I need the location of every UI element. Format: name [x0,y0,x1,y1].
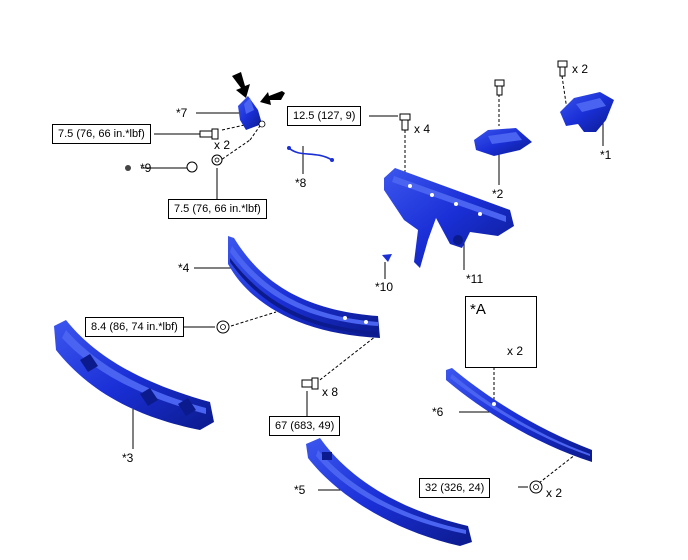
part-8-wire [287,146,334,162]
torque-spec-4: 8.4 (86, 74 in.*lbf) [85,317,184,337]
torque-spec-2: 7.5 (76, 66 in.*lbf) [168,199,267,219]
leader-lines [132,112,604,491]
quantity-label-bolt-11: x 4 [414,122,431,136]
part-1-bracket [560,92,614,132]
part-label-5: *5 [294,483,306,497]
left-arrow-icon [260,91,285,105]
quantity-label-bolt-1: x 2 [572,62,589,76]
part-label-6: *6 [432,405,444,419]
bolt-1-icon [557,60,568,77]
part-6-bar [446,368,592,462]
nut-6-icon [529,480,543,494]
torque-spec-3: 12.5 (127, 9) [287,106,362,126]
part-11-upper-support [384,168,514,268]
part-9-clip [125,161,198,173]
part-label-11: *11 [466,272,484,286]
inset-box-a [465,296,537,368]
part-label-10: *10 [375,280,394,294]
inset-label: *A [470,301,486,318]
quantity-label-bolt-5: x 8 [322,385,339,399]
torque-spec-5: 67 (683, 49) [269,416,341,436]
part-10-clip [382,254,392,262]
bolt-5-icon [301,377,319,390]
bolt-7-b-icon [211,154,223,166]
part-label-7: *7 [176,106,188,120]
quantity-label-nut-6: x 2 [546,486,563,500]
down-arrow-icon [232,72,250,98]
part-label-4: *4 [178,261,190,275]
quantity-label-inset-bolt: x 2 [507,344,524,358]
bolt-7-a-icon [199,128,219,140]
nut-4-icon [216,320,230,334]
part-5-reinforcement [306,438,472,546]
quantity-label-bolt-7: x 2 [214,138,231,152]
part-2-bracket [474,128,532,156]
part-7-bracket [238,96,266,130]
part-label-8: *8 [295,176,307,190]
torque-spec-6: 32 (326, 24) [419,478,491,498]
torque-spec-1: 7.5 (76, 66 in.*lbf) [52,124,151,144]
bolt-11-icon [399,113,411,131]
part-4-reinforcement [228,236,380,338]
part-label-2: *2 [492,187,504,201]
part-label-9: *9 [140,161,152,175]
part-3-absorber [54,320,214,430]
bolt-2-icon [494,79,505,96]
part-label-3: *3 [122,451,134,465]
part-label-1: *1 [600,148,612,162]
